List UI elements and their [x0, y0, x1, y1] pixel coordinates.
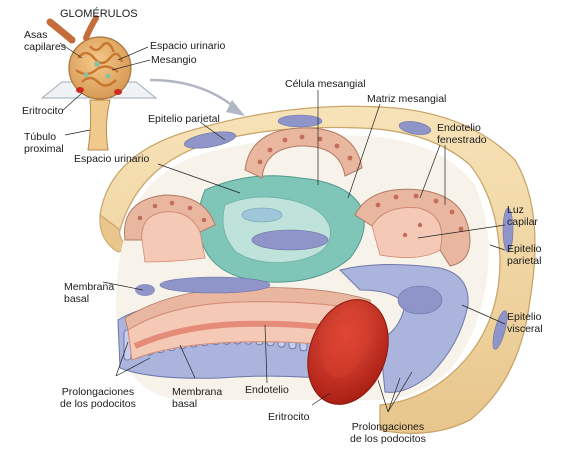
endothelial-nucleus: [159, 276, 271, 294]
bowman-capsule: [99, 105, 536, 434]
efferent-arteriole: [83, 15, 99, 41]
podocyte-nucleus: [397, 285, 443, 315]
label-epitelio-visceral: Epitelio visceral: [507, 311, 543, 335]
inset-erythrocyte: [76, 87, 84, 93]
afferent-arteriole: [46, 18, 76, 44]
label-celula-mesangial: Célula mesangial: [285, 78, 366, 90]
zoom-arrow: [149, 78, 241, 113]
fenestrae-top: [257, 134, 353, 165]
label-inset-espacio-urinario: Espacio urinario: [150, 40, 226, 52]
label-epitelio-parietal-right: Epitelio parietal: [507, 243, 542, 267]
inset-glomerulus: [40, 15, 245, 151]
label-matriz-mesangial: Matriz mesangial: [367, 93, 447, 105]
mesangial-nucleus: [251, 229, 329, 251]
label-prolongaciones-left: Prolongaciones de los podocitos: [60, 386, 136, 410]
label-mesangio: Mesangio: [151, 54, 197, 66]
label-asas-capilares: Asas capilares: [24, 29, 67, 53]
label-tubulo-proximal: Túbulo proximal: [24, 131, 64, 155]
label-epitelio-parietal-top: Epitelio parietal: [148, 113, 220, 125]
label-membrana-basal-bottom: Membrana basal: [172, 386, 223, 410]
label-espacio-urinario: Espacio urinario: [74, 153, 150, 165]
capillary-top: [244, 127, 363, 179]
fenestrae-right: [375, 193, 464, 238]
inset-leader-lines: [59, 42, 151, 136]
label-prolongaciones-right: Prolongaciones de los podocitos: [350, 421, 426, 445]
main-glomerulus: [99, 105, 536, 434]
leader-lines: [102, 90, 506, 413]
label-membrana-basal-left: Membrana basal: [64, 281, 115, 305]
mesangium-dots: [83, 61, 111, 79]
label-luz-capilar: Luz capilar: [507, 204, 538, 228]
parietal-nuclei: [184, 114, 514, 350]
label-inset-eritrocito: Eritrocito: [22, 105, 64, 117]
label-endotelio-fenestrado: Endotelio fenestrado: [437, 122, 487, 146]
label-endotelio: Endotelio: [245, 384, 289, 396]
capillary-loops: [75, 41, 124, 87]
label-eritrocito: Eritrocito: [268, 411, 310, 423]
proximal-tubule-shape: [87, 99, 111, 151]
inset-title: GLOMÉRULOS: [60, 8, 138, 20]
